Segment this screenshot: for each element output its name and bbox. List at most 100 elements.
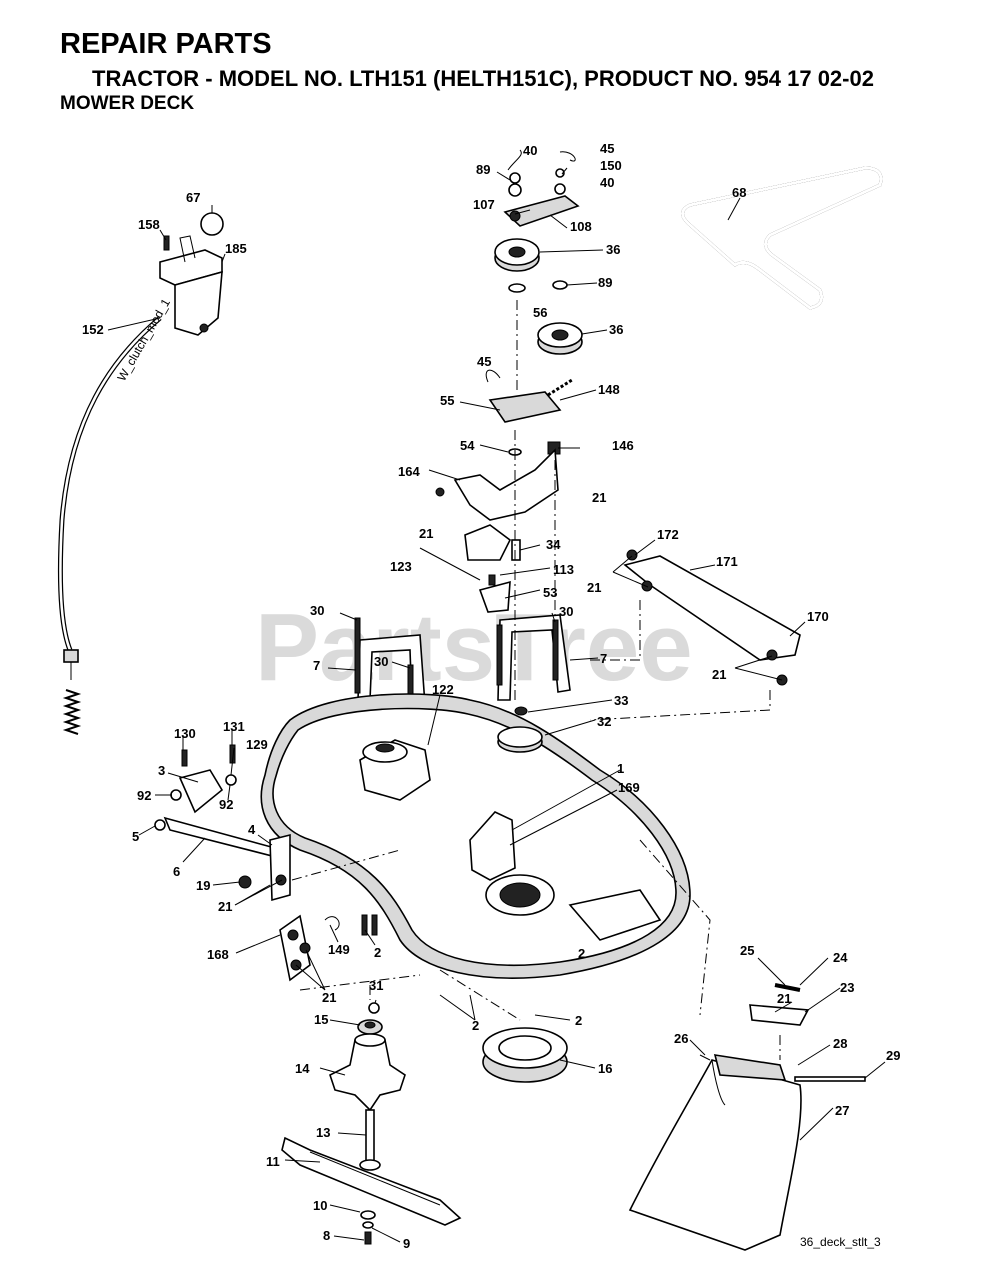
callout-40: 40 bbox=[523, 143, 537, 158]
callout-15: 15 bbox=[314, 1012, 328, 1027]
callout-24: 24 bbox=[833, 950, 848, 965]
callout-149: 149 bbox=[328, 942, 350, 957]
callout-152: 152 bbox=[82, 322, 104, 337]
callout-45-b: 45 bbox=[477, 354, 491, 369]
callout-129: 129 bbox=[246, 737, 268, 752]
callout-29: 29 bbox=[886, 1048, 900, 1063]
callout-54: 54 bbox=[460, 438, 475, 453]
lift-links bbox=[354, 614, 571, 706]
page-title: REPAIR PARTS bbox=[60, 28, 272, 60]
callout-19: 19 bbox=[196, 878, 210, 893]
callout-130: 130 bbox=[174, 726, 196, 741]
callout-113: 113 bbox=[553, 562, 574, 577]
idler-bracket bbox=[419, 369, 580, 613]
callout-172: 172 bbox=[657, 527, 679, 542]
callout-21-b: 21 bbox=[419, 526, 433, 541]
callout-36: 36 bbox=[606, 242, 620, 257]
callout-56: 56 bbox=[533, 305, 547, 320]
callout-92-b: 92 bbox=[219, 797, 233, 812]
callout-28: 28 bbox=[833, 1036, 847, 1051]
callout-123: 123 bbox=[390, 559, 412, 574]
callout-2-c: 2 bbox=[472, 1018, 479, 1033]
callout-1: 1 bbox=[617, 761, 624, 776]
callout-164: 164 bbox=[398, 464, 420, 479]
callout-21-c: 21 bbox=[587, 580, 601, 595]
callout-131: 131 bbox=[223, 719, 245, 734]
callout-21: 21 bbox=[592, 490, 606, 505]
callout-45: 45 bbox=[600, 141, 614, 156]
callout-2-d: 2 bbox=[575, 1013, 582, 1028]
section-title: MOWER DECK bbox=[60, 93, 195, 114]
idler-pulley-assembly bbox=[494, 149, 583, 355]
callout-labels: 67 158 185 152 40 45 89 150 40 107 108 3… bbox=[82, 141, 900, 1251]
callout-171: 171 bbox=[716, 554, 738, 569]
callout-158: 158 bbox=[138, 217, 160, 232]
callout-30-c: 30 bbox=[374, 654, 388, 669]
callout-11: 11 bbox=[266, 1154, 280, 1169]
callout-92: 92 bbox=[137, 788, 151, 803]
callout-33: 33 bbox=[614, 693, 628, 708]
callout-2: 2 bbox=[374, 945, 381, 960]
callout-16: 16 bbox=[598, 1061, 612, 1076]
callout-10: 10 bbox=[313, 1198, 327, 1213]
mower-blade bbox=[281, 1136, 462, 1245]
callout-31: 31 bbox=[369, 978, 383, 993]
clutch-cable bbox=[57, 316, 162, 735]
model-subtitle: TRACTOR - MODEL NO. LTH151 (HELTH151C), … bbox=[92, 66, 874, 91]
callout-23: 23 bbox=[840, 980, 854, 995]
callout-108: 108 bbox=[570, 219, 592, 234]
alignment-lines bbox=[291, 300, 781, 1060]
callout-89: 89 bbox=[476, 162, 490, 177]
callout-26: 26 bbox=[674, 1031, 688, 1046]
callout-34: 34 bbox=[546, 537, 561, 552]
clutch-bracket bbox=[159, 212, 224, 336]
cable-tag: W_clutch_mod_1 bbox=[114, 296, 173, 384]
callout-148: 148 bbox=[598, 382, 620, 397]
callout-169: 169 bbox=[618, 780, 640, 795]
deck-housing bbox=[260, 693, 691, 979]
callout-21-d: 21 bbox=[712, 667, 726, 682]
callout-146: 146 bbox=[612, 438, 634, 453]
callout-32: 32 bbox=[597, 714, 611, 729]
deck-support-rod bbox=[623, 549, 801, 686]
deck-rear-bracket bbox=[279, 914, 378, 982]
watermark: PartsTree bbox=[255, 594, 693, 701]
callout-185: 185 bbox=[225, 241, 247, 256]
callout-9: 9 bbox=[403, 1236, 410, 1251]
callout-8: 8 bbox=[323, 1228, 330, 1243]
callout-68: 68 bbox=[732, 185, 746, 200]
callout-67: 67 bbox=[186, 190, 200, 205]
callout-53: 53 bbox=[543, 585, 557, 600]
callout-7-b: 7 bbox=[600, 651, 607, 666]
callout-36-b: 36 bbox=[609, 322, 623, 337]
callout-40-b: 40 bbox=[600, 175, 614, 190]
callout-27: 27 bbox=[835, 1103, 849, 1118]
callout-55: 55 bbox=[440, 393, 454, 408]
callout-21-e: 21 bbox=[218, 899, 232, 914]
callout-21-g: 21 bbox=[777, 991, 791, 1006]
callout-7: 7 bbox=[313, 658, 320, 673]
callout-25: 25 bbox=[740, 943, 754, 958]
callout-89-b: 89 bbox=[598, 275, 612, 290]
callout-30: 30 bbox=[310, 603, 324, 618]
footer-code: 36_deck_stlt_3 bbox=[800, 1235, 881, 1249]
callout-30-b: 30 bbox=[559, 604, 573, 619]
callout-170: 170 bbox=[807, 609, 829, 624]
callout-2-b: 2 bbox=[578, 946, 585, 961]
discharge-chute bbox=[628, 983, 866, 1251]
callout-21-f: 21 bbox=[322, 990, 336, 1005]
callout-3: 3 bbox=[158, 763, 165, 778]
callout-122: 122 bbox=[432, 682, 454, 697]
callout-5: 5 bbox=[132, 829, 139, 844]
callout-leaders bbox=[107, 167, 886, 1243]
callout-150: 150 bbox=[600, 158, 622, 173]
callout-14: 14 bbox=[295, 1061, 310, 1076]
baffle-ring bbox=[482, 1027, 568, 1083]
callout-168: 168 bbox=[207, 947, 229, 962]
belt-part bbox=[681, 166, 883, 310]
callout-4: 4 bbox=[248, 822, 256, 837]
callout-107: 107 bbox=[473, 197, 495, 212]
callout-13: 13 bbox=[316, 1125, 330, 1140]
spindle-assembly bbox=[329, 1002, 406, 1171]
